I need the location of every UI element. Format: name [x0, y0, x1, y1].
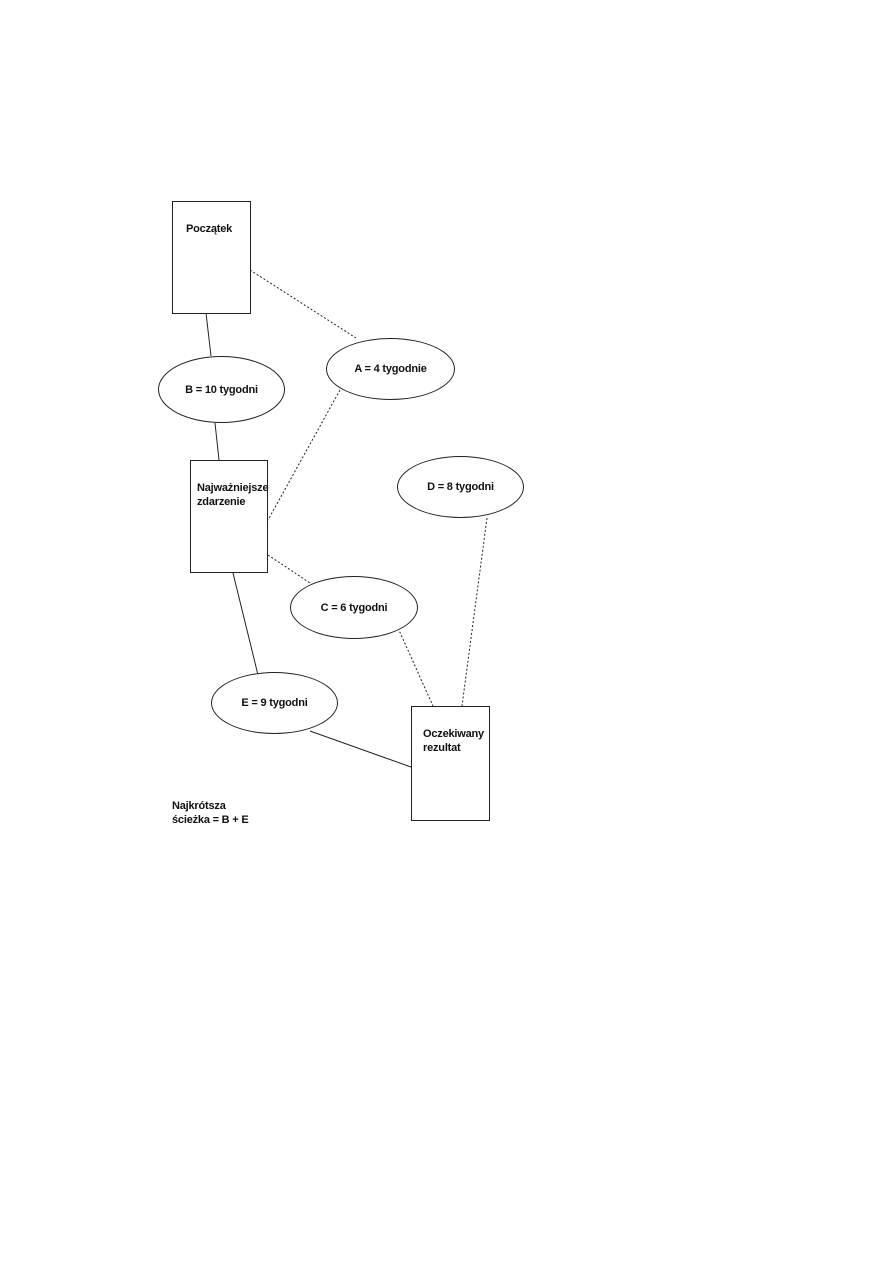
- connector-b-milestone: [214, 422, 220, 461]
- shortest-path-note: Najkrótsza ścieżka = B + E: [172, 799, 249, 827]
- connector-milestone-c: [267, 554, 311, 584]
- task-e-ellipse: E = 9 tygodni: [211, 672, 338, 734]
- connector-milestone-e: [232, 572, 259, 676]
- connector-start-a: [249, 269, 357, 339]
- shortest-path-note-line2: ścieżka = B + E: [172, 814, 249, 826]
- connector-e-result: [309, 730, 412, 768]
- task-d-ellipse: D = 8 tygodni: [397, 456, 524, 518]
- task-c-label: C = 6 tygodni: [320, 601, 388, 614]
- start-event-label: Początek: [186, 223, 233, 235]
- shortest-path-note-line1: Najkrótsza: [172, 800, 226, 812]
- result-event-box: Oczekiwany rezultat: [411, 706, 490, 821]
- start-event-box: Początek: [172, 201, 251, 314]
- result-event-label: Oczekiwany rezultat: [423, 728, 484, 754]
- connector-a-milestone: [267, 389, 341, 521]
- connector-c-result: [397, 627, 434, 707]
- task-b-ellipse: B = 10 tygodni: [158, 356, 285, 423]
- connector-start-b: [205, 312, 212, 357]
- task-b-label: B = 10 tygodni: [185, 383, 258, 396]
- milestone-event-label: Najważniejsze zdarzenie: [197, 482, 269, 508]
- task-e-label: E = 9 tygodni: [241, 697, 308, 709]
- task-d-label: D = 8 tygodni: [427, 481, 494, 493]
- connector-d-result: [461, 517, 488, 707]
- task-a-label: A = 4 tygodnie: [354, 363, 427, 375]
- milestone-event-box: Najważniejsze zdarzenie: [190, 460, 269, 573]
- task-c-ellipse: C = 6 tygodni: [290, 576, 418, 639]
- task-a-ellipse: A = 4 tygodnie: [326, 338, 455, 400]
